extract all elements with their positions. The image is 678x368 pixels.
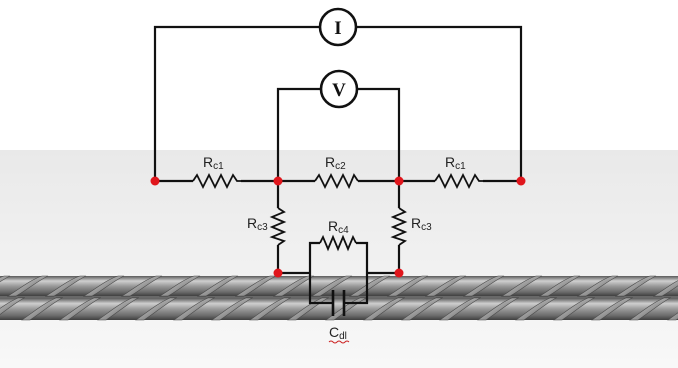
node-outer-right	[516, 176, 526, 186]
rebar-rib	[614, 275, 657, 297]
rebar-rib	[477, 297, 520, 321]
label-rc1-right: Rc1	[445, 154, 466, 172]
node-inner-left	[273, 176, 283, 186]
nodes	[150, 176, 526, 278]
label-rc3-right: Rc3	[411, 215, 432, 233]
wire-current-loop	[153, 25, 320, 181]
wire-voltage-loop-right	[357, 87, 401, 181]
rebar-rib	[249, 297, 292, 321]
resistor-rc3-right	[390, 207, 408, 246]
rebar-rib	[0, 297, 26, 315]
resistor-rc3-left	[269, 207, 287, 246]
label-cdl-underline	[328, 340, 350, 344]
rebar-rib	[652, 280, 678, 297]
resistor-rc1-left	[192, 172, 241, 190]
rebar-rib	[82, 275, 125, 297]
node-bottom-left	[273, 268, 283, 278]
rebar-rib	[44, 275, 87, 297]
node-inner-right	[394, 176, 404, 186]
label-rc1-left: Rc1	[203, 154, 224, 172]
rebar-rib	[576, 275, 619, 297]
voltage-meter-circle	[319, 69, 359, 109]
rebar-rib	[629, 297, 672, 321]
node-outer-left	[150, 176, 160, 186]
rebar-rib	[120, 275, 163, 297]
rebar-rib	[310, 275, 353, 297]
label-rc3-left: Rc3	[247, 215, 268, 233]
rebar-ribs	[0, 275, 678, 321]
wire-cdl-left	[308, 273, 333, 305]
resistor-rc4	[319, 234, 357, 252]
label-rc2: Rc2	[325, 154, 346, 172]
resistor-rc1-right	[434, 172, 483, 190]
rebar-rib	[196, 275, 239, 297]
rebar-rib	[439, 297, 482, 321]
label-rc4: Rc4	[328, 218, 349, 236]
current-meter: I	[318, 7, 358, 47]
rebar-rib	[500, 275, 543, 297]
rebar-rib	[211, 297, 254, 321]
wire-voltage-loop	[276, 87, 321, 181]
node-bottom-right	[394, 268, 404, 278]
wire-rc4-left	[308, 241, 320, 273]
rebar-rib	[538, 275, 581, 297]
rebar-rib	[424, 275, 467, 297]
wire-cdl-right	[344, 273, 369, 305]
rebar-rib	[386, 275, 429, 297]
current-meter-circle	[318, 7, 358, 47]
voltage-meter: V	[319, 69, 359, 109]
rebar-rib	[97, 297, 140, 321]
rebar-rib	[348, 275, 391, 297]
current-meter-label: I	[334, 18, 341, 39]
wire-rc4-right	[356, 241, 369, 273]
rebar-rib	[591, 297, 634, 321]
resistor-rc2	[314, 172, 359, 190]
rebar	[0, 275, 678, 321]
rebar-rib	[21, 297, 64, 321]
rebar-rib	[363, 297, 406, 321]
rebar-rib	[135, 297, 178, 321]
voltage-meter-label: V	[332, 80, 346, 101]
rebar-rib	[667, 312, 678, 321]
rebar-rib	[401, 297, 444, 321]
rebar-rib	[158, 275, 201, 297]
rebar-rib	[59, 297, 102, 321]
rebar-rib	[462, 275, 505, 297]
rebar-rib	[0, 275, 11, 283]
concrete-block	[0, 150, 678, 368]
wire-current-loop-right	[356, 25, 523, 181]
rebar-rib	[272, 275, 315, 297]
capacitor-cdl	[331, 290, 346, 316]
rebar-rib	[6, 275, 49, 297]
rebar-rib	[173, 297, 216, 321]
rebar-rib	[553, 297, 596, 321]
label-cdl: Cdl	[329, 324, 347, 342]
rebar-rib	[515, 297, 558, 321]
